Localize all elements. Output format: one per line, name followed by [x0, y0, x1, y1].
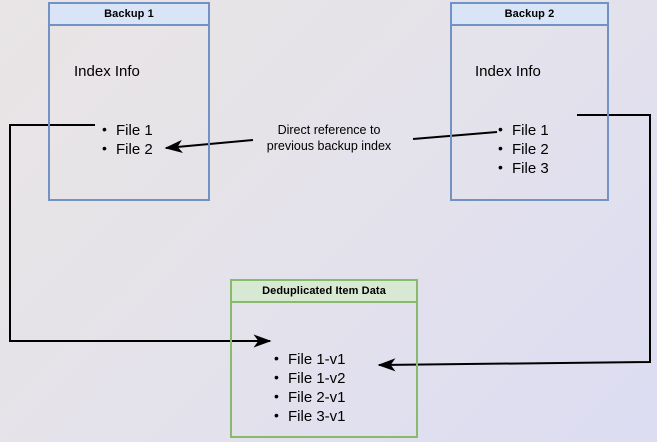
- list-item: File 1-v2: [274, 368, 346, 388]
- backup-2-title: Backup 2: [452, 4, 607, 26]
- list-item: File 3: [498, 158, 549, 178]
- backup-1-box[interactable]: Backup 1 Index Info File 1 File 2: [48, 2, 210, 201]
- caption-line-2: previous backup index: [266, 139, 392, 153]
- list-item: File 2: [498, 139, 549, 159]
- backup-1-index-info-label: Index Info: [74, 63, 140, 80]
- list-item: File 1: [102, 120, 153, 140]
- list-item: File 2: [102, 139, 153, 159]
- direct-reference-caption: Direct reference to previous backup inde…: [258, 122, 400, 154]
- backup-1-file-list: File 1 File 2: [102, 120, 153, 159]
- backup-2-box[interactable]: Backup 2 Index Info File 1 File 2 File 3: [450, 2, 609, 201]
- list-item: File 2-v1: [274, 387, 346, 407]
- deduplicated-item-data-box[interactable]: Deduplicated Item Data File 1-v1 File 1-…: [230, 279, 418, 438]
- list-item: File 3-v1: [274, 406, 346, 426]
- deduplicated-item-data-title: Deduplicated Item Data: [232, 281, 416, 303]
- list-item: File 1-v1: [274, 349, 346, 369]
- backup-2-file-list: File 1 File 2 File 3: [498, 120, 549, 178]
- backup-2-index-info-label: Index Info: [475, 63, 541, 80]
- caption-line-1: Direct reference to: [277, 123, 381, 137]
- deduplicated-file-list: File 1-v1 File 1-v2 File 2-v1 File 3-v1: [274, 349, 346, 426]
- list-item: File 1: [498, 120, 549, 140]
- backup-1-title: Backup 1: [50, 4, 208, 26]
